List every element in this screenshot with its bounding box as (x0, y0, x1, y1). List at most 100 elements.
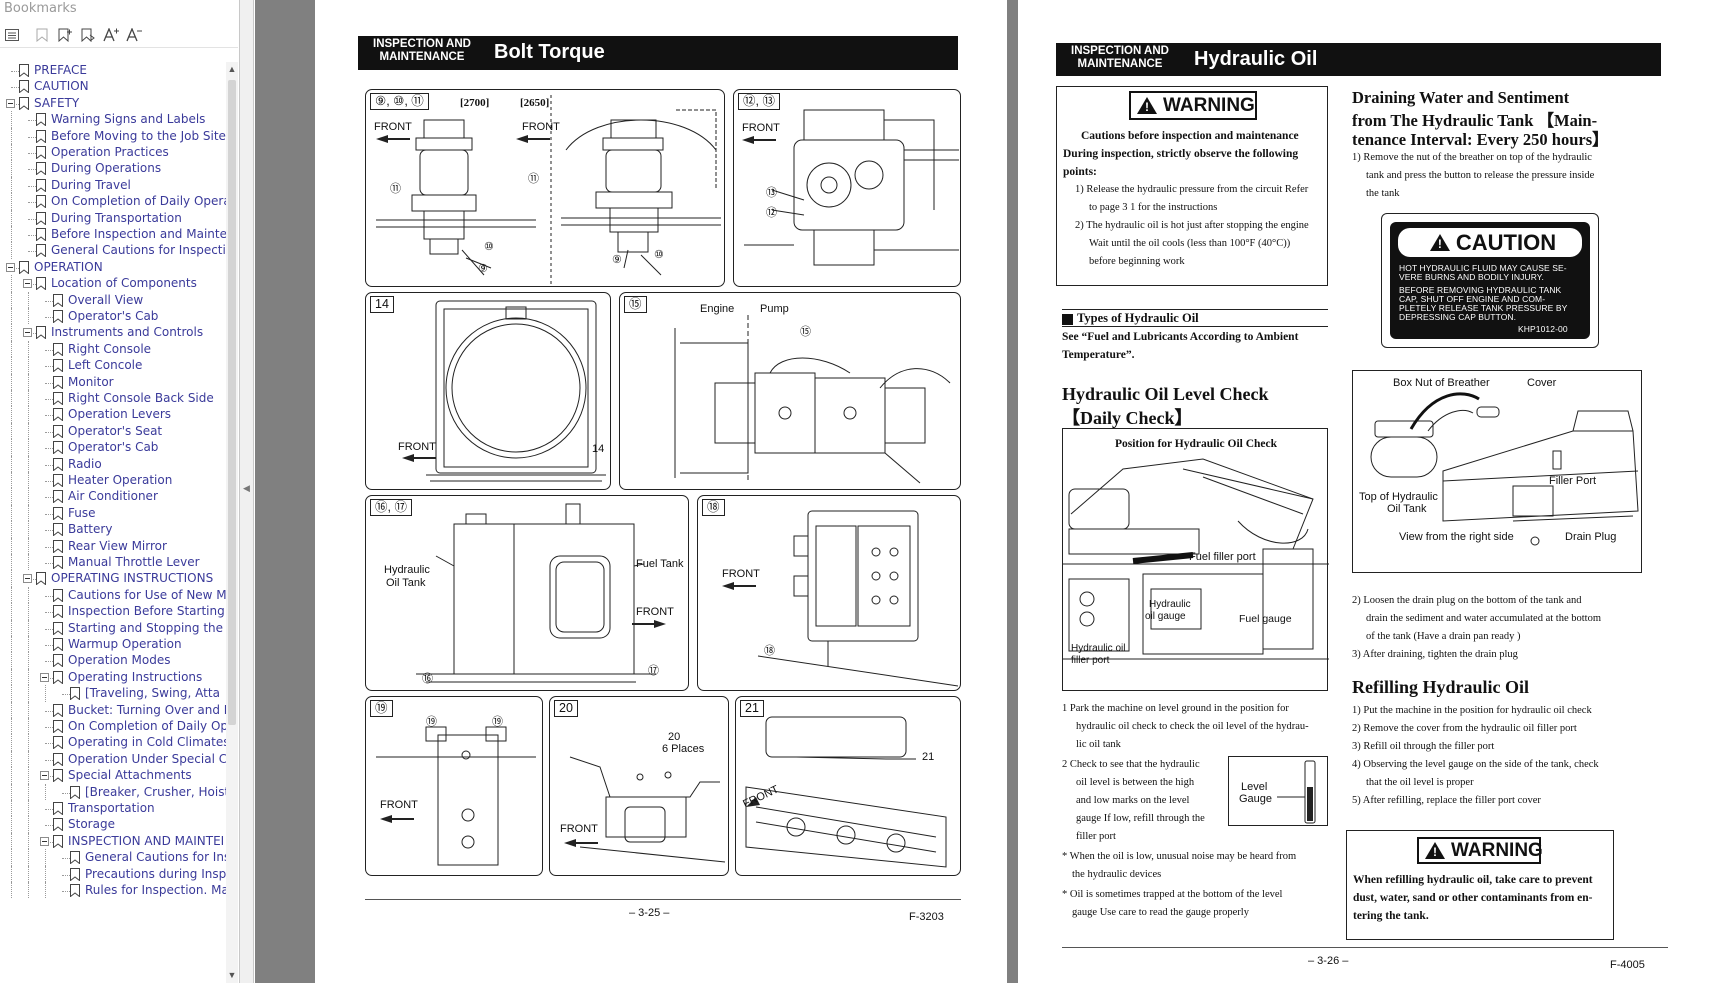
bookmark-item[interactable]: During Travel (0, 176, 226, 195)
bookmark-item[interactable]: Precautions during Insp (0, 865, 226, 884)
figure-number: ⑱ (702, 499, 725, 516)
bookmark-item[interactable]: Bucket: Turning Over and I (0, 701, 226, 720)
model-label: [2700] (460, 97, 490, 109)
bookmark-item[interactable]: OPERATION (0, 259, 226, 277)
tree-connector (28, 636, 29, 653)
bookmark-item[interactable]: Battery (0, 521, 226, 539)
figure-12-13: ⑫, ⑬ FRONT ⑬ ⑫ (733, 89, 961, 287)
bookmark-item[interactable]: Right Console (0, 340, 226, 359)
bookmark-item[interactable]: Operator's Cab (0, 308, 226, 326)
tree-connector (28, 579, 38, 581)
collapse-icon[interactable] (40, 771, 49, 781)
refilling-step: 3) Refill oil through the filler port (1352, 741, 1495, 752)
bookmark-item[interactable]: Manual Throttle Lever (0, 554, 226, 572)
collapse-icon[interactable] (23, 574, 32, 584)
collapse-icon[interactable] (6, 98, 15, 108)
bookmark-icon (53, 818, 63, 832)
tree-connector (28, 767, 29, 784)
bookmark-item[interactable]: Rear View Mirror (0, 537, 226, 556)
page-code: F-4005 (1610, 959, 1645, 971)
bookmark-item[interactable]: PREFACE (0, 62, 226, 80)
oil-check-figure: Position for Hydraulic Oil Check Fuel (1062, 428, 1329, 691)
bookmark-item[interactable]: Monitor (0, 373, 226, 392)
bookmark-item[interactable]: Before Moving to the Job Site (0, 127, 226, 146)
draining-heading: from The Hydraulic Tank 【Main- (1352, 111, 1598, 130)
bookmark-label: Storage (68, 817, 115, 832)
bookmark-item[interactable]: Air Conditioner (0, 488, 226, 506)
tree-connector (28, 169, 38, 171)
bookmark-item[interactable]: Operation Under Special Co (0, 750, 226, 769)
bookmark-item[interactable]: Operation Modes (0, 652, 226, 670)
collapse-icon[interactable] (23, 279, 32, 289)
bookmark-item[interactable]: Warmup Operation (0, 636, 226, 654)
bookmark-item[interactable]: Overall View (0, 291, 226, 310)
collapse-icon[interactable] (6, 262, 15, 272)
bookmark-item[interactable]: Operation Levers (0, 406, 226, 424)
tree-connector (11, 209, 12, 226)
bookmark-item[interactable]: Transportation (0, 800, 226, 818)
scroll-up-icon[interactable]: ▲ (227, 64, 237, 74)
bookmark-item[interactable]: [Breaker, Crusher, Hoist (0, 783, 226, 802)
bookmark-item[interactable]: Operator's Seat (0, 422, 226, 441)
bookmark-item[interactable]: OPERATING INSTRUCTIONS (0, 570, 226, 588)
bookmark-item[interactable]: Right Console Back Side (0, 390, 226, 408)
bookmark-item[interactable]: Storage (0, 816, 226, 834)
figure-number: 14 (370, 296, 394, 313)
bookmark-item[interactable]: Rules for Inspection. Ma (0, 882, 226, 900)
bookmark-item[interactable]: General Cautions for Inspectior (0, 242, 226, 260)
bookmark-item[interactable]: Warning Signs and Labels (0, 111, 226, 129)
bookmark-item[interactable]: Inspection Before Starting (0, 603, 226, 621)
shrink-text-icon[interactable] (124, 25, 144, 45)
new-bookmark-icon[interactable] (55, 25, 75, 45)
front-label: FRONT (560, 823, 598, 835)
bookmark-item[interactable]: On Completion of Daily Ope (0, 718, 226, 736)
document-view[interactable]: INSPECTION AND MAINTENANCE Bolt Torque ⑨… (255, 0, 1715, 983)
tree-connector (28, 390, 29, 407)
tree-connector (11, 324, 12, 341)
bookmark-item[interactable]: Location of Components (0, 275, 226, 293)
tree-connector (11, 275, 12, 292)
figure-number: ⑨, ⑩, ⑪ (370, 93, 429, 110)
bookmark-item[interactable]: Operating Instructions (0, 668, 226, 687)
bookmark-item[interactable]: Cautions for Use of New Ma (0, 586, 226, 605)
bookmark-item[interactable]: Starting and Stopping the (0, 619, 226, 638)
bookmark-item[interactable]: Operating in Cold Climates (0, 734, 226, 752)
bookmark-item[interactable]: Special Attachments (0, 767, 226, 785)
collapse-arrow-icon[interactable]: ◀ (243, 483, 250, 493)
bookmark-item[interactable]: Heater Operation (0, 472, 226, 490)
bookmark-item[interactable]: Operation Practices (0, 144, 226, 162)
panel-splitter[interactable]: ◀ (240, 0, 254, 983)
bookmark-item[interactable]: SAFETY (0, 95, 226, 113)
collapse-icon[interactable] (40, 836, 49, 846)
bookmark-item[interactable]: During Transportation (0, 209, 226, 228)
bookmark-item[interactable]: CAUTION (0, 78, 226, 96)
delete-bookmark-icon[interactable] (32, 25, 52, 45)
enlarge-text-icon[interactable] (101, 25, 121, 45)
bookmark-item[interactable]: On Completion of Daily Operat (0, 193, 226, 211)
bookmark-item[interactable]: Fuse (0, 504, 226, 523)
bookmark-item[interactable]: INSPECTION AND MAINTEI (0, 832, 226, 851)
callout: ⑩ (484, 241, 494, 253)
bookmark-item[interactable]: Radio (0, 455, 226, 474)
expand-bookmark-icon[interactable] (78, 25, 98, 45)
scrollbar-thumb[interactable] (228, 80, 236, 725)
bookmark-item[interactable]: Instruments and Controls (0, 324, 226, 342)
bookmark-item[interactable]: Left Concole (0, 357, 226, 375)
bookmark-item[interactable]: During Operations (0, 160, 226, 178)
scroll-down-icon[interactable]: ▼ (227, 970, 237, 980)
collapse-icon[interactable] (23, 328, 32, 338)
bookmark-item[interactable]: [Traveling, Swing, Atta (0, 685, 226, 703)
warning-badge-label: WARNING (1451, 839, 1543, 861)
bookmark-item[interactable]: Operator's Cab (0, 439, 226, 457)
bookmarks-scrollbar[interactable]: ▲ ▼ (226, 62, 238, 983)
bookmark-item[interactable]: General Cautions for Ins (0, 849, 226, 867)
caution-text: CAP, SHUT OFF ENGINE AND COM- (1399, 294, 1546, 304)
view-label: View from the right side (1399, 531, 1514, 543)
options-menu-icon[interactable] (2, 25, 22, 45)
hydraulic-filler-label: filler port (1071, 655, 1110, 666)
bookmark-item[interactable]: Before Inspection and Mainten (0, 226, 226, 244)
tree-connector (45, 865, 46, 882)
refilling-step: 1) Put the machine in the position for h… (1352, 705, 1592, 716)
collapse-icon[interactable] (40, 672, 49, 682)
